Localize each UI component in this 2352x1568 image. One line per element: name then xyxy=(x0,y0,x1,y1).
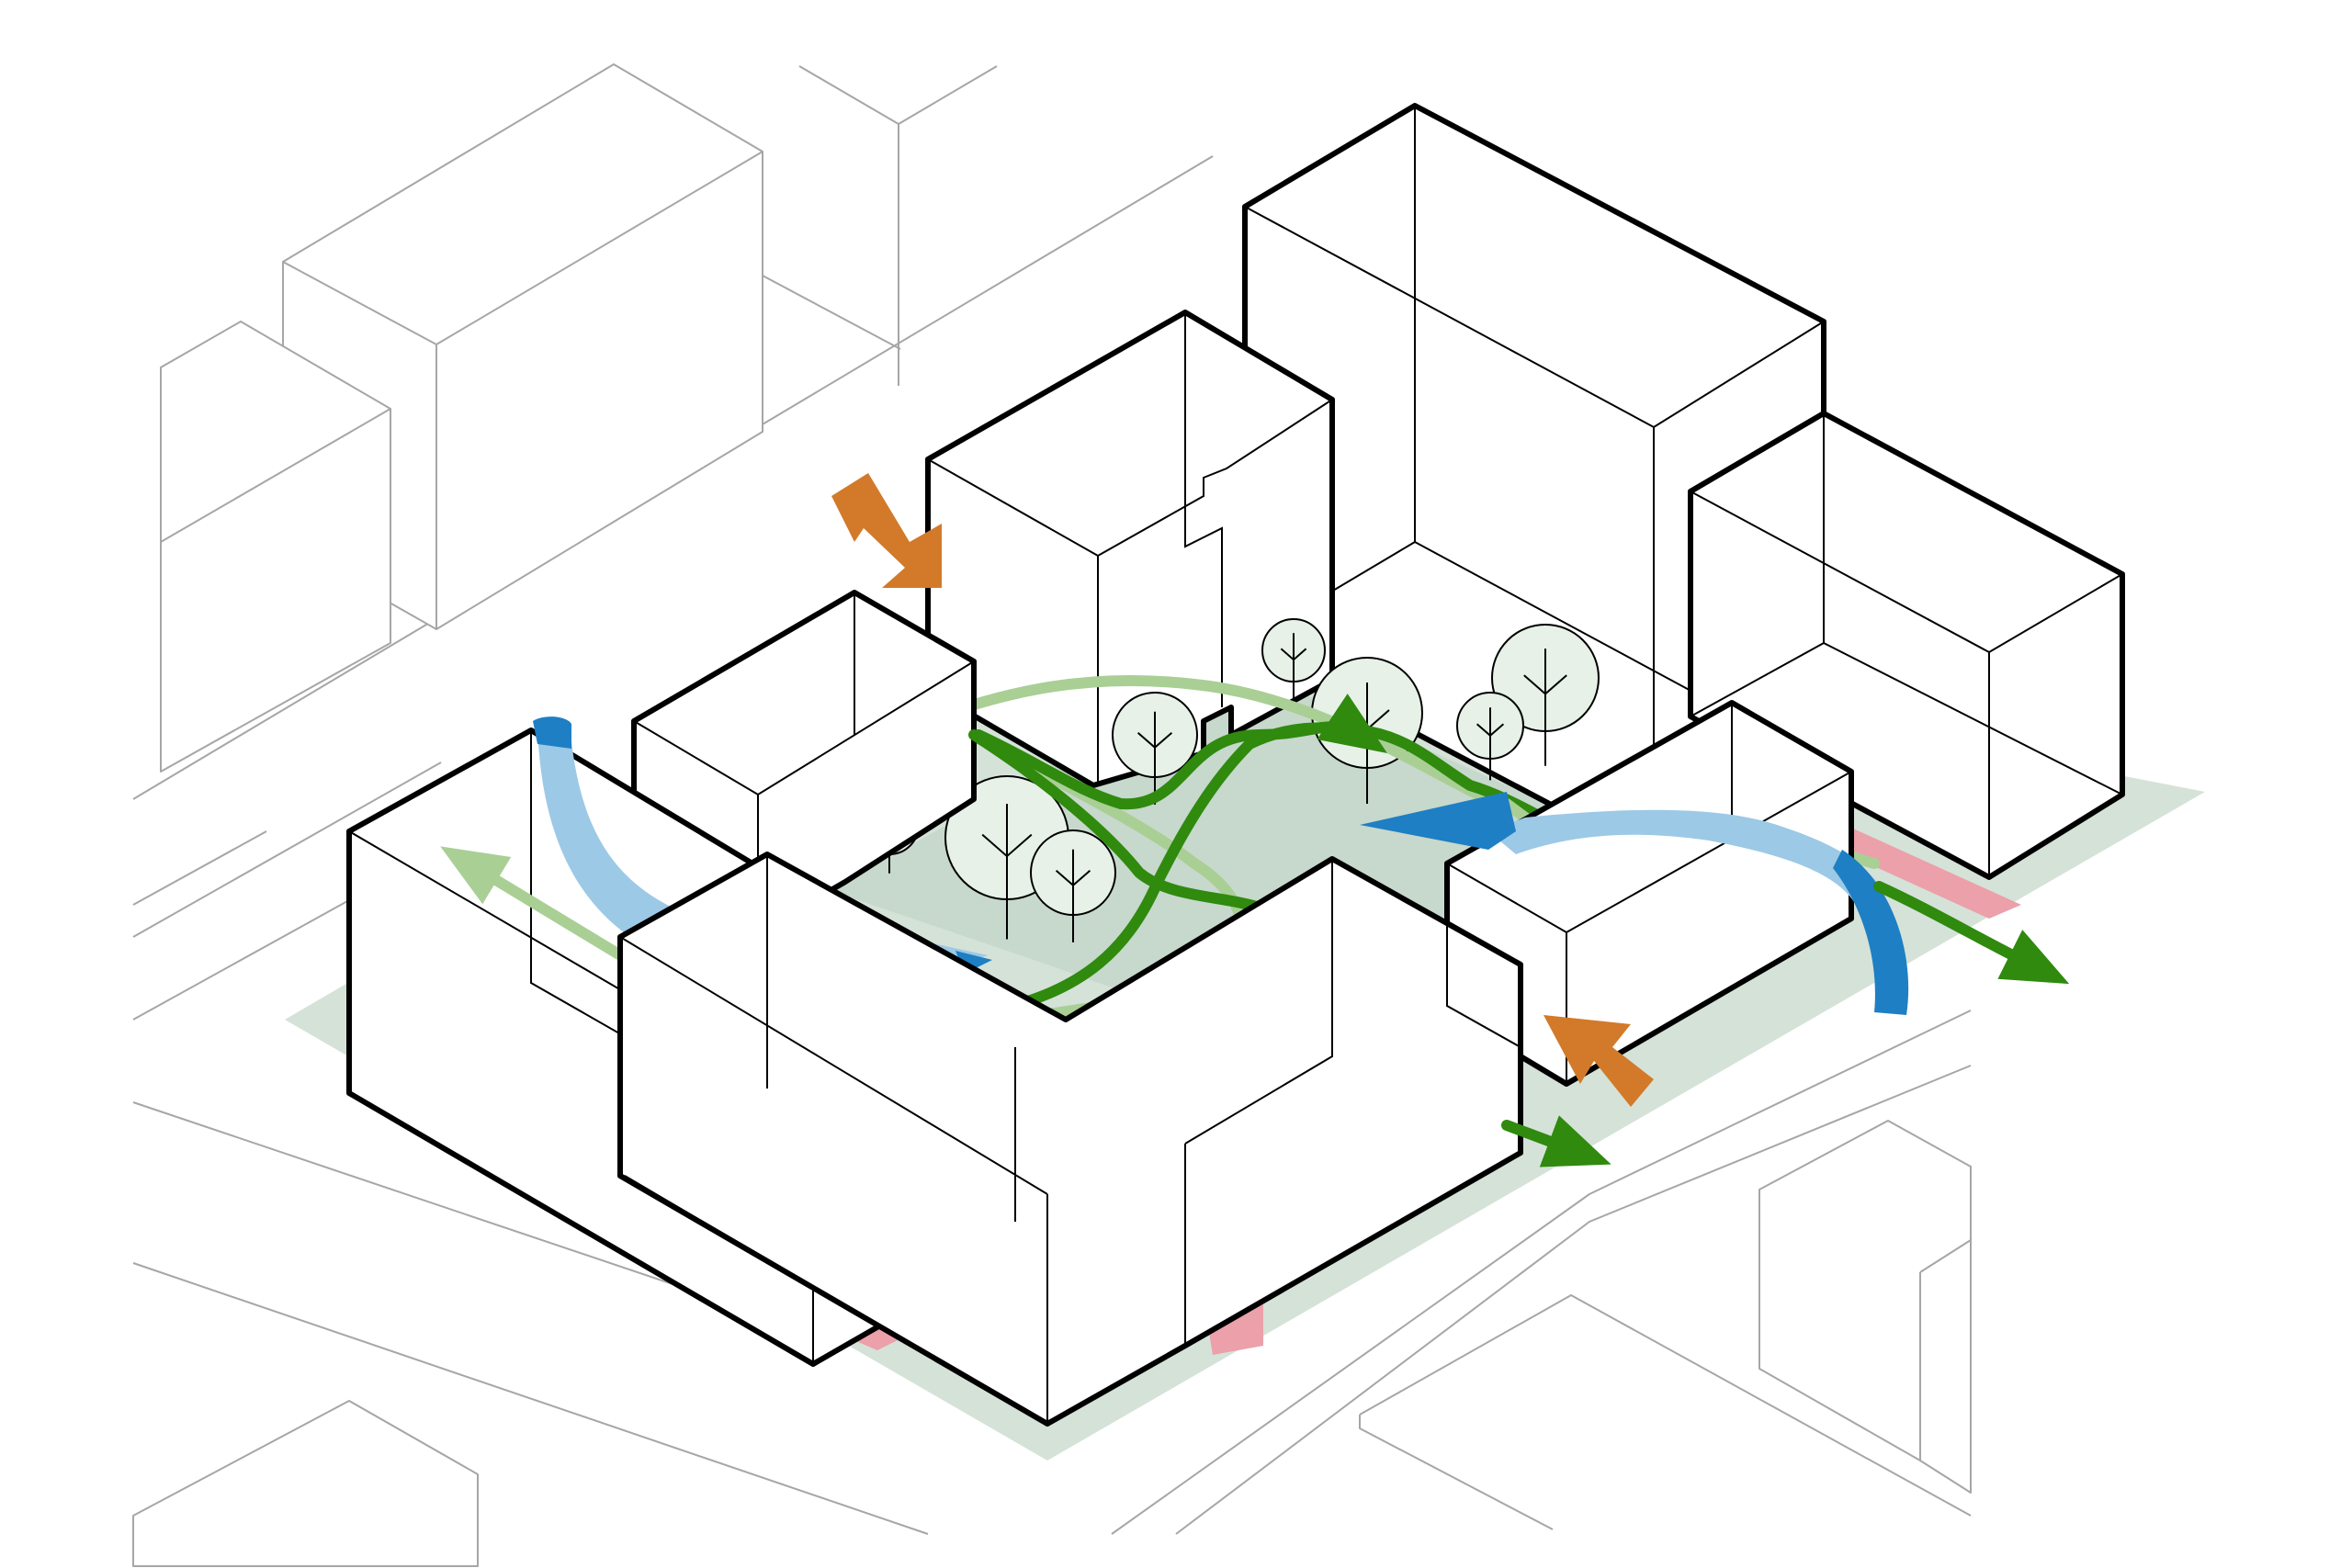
pedestrian-route-primary xyxy=(1873,881,2070,985)
wind-flow-light xyxy=(1488,809,1883,905)
context-road-line xyxy=(1175,1065,1972,1535)
tree-trunk xyxy=(1523,649,1567,766)
tree-icon xyxy=(1491,624,1600,766)
context-road-line xyxy=(132,830,267,906)
pedestrian-route-primary xyxy=(1501,1115,1611,1168)
context-building xyxy=(798,65,998,386)
context-building xyxy=(132,1400,479,1567)
proposed-massing-south xyxy=(617,700,1854,1427)
context-road-line xyxy=(1111,1010,1972,1535)
context-building-edge xyxy=(282,151,763,629)
context-building xyxy=(1359,1294,1972,1517)
site-block-edge xyxy=(619,854,1333,1424)
site-block-north xyxy=(925,310,1335,788)
wind-flow-strong xyxy=(1833,850,1909,1015)
street-band-end xyxy=(1208,1304,1263,1355)
context-building xyxy=(762,275,901,350)
context-building xyxy=(1758,1120,1972,1494)
tree-trunk xyxy=(1476,707,1505,781)
context-building-edge xyxy=(160,408,391,543)
context-road-line xyxy=(132,899,350,1021)
context-layer xyxy=(132,63,1972,1567)
tree-trunk xyxy=(1136,711,1173,805)
tree-trunk xyxy=(981,804,1033,940)
site-block-edge xyxy=(1690,413,2123,877)
tree-icon xyxy=(1112,692,1198,805)
tree-trunk xyxy=(1280,633,1307,703)
tree-icon xyxy=(1261,618,1326,703)
entry-arrow xyxy=(1544,1015,1654,1107)
tree-icon xyxy=(1456,692,1524,781)
entry-arrow xyxy=(831,473,942,588)
wind-flow-strong xyxy=(533,716,571,749)
context-building xyxy=(1359,1415,1554,1530)
context-building-edge xyxy=(1919,1239,1972,1461)
context-road-line xyxy=(132,761,442,938)
site-block-edge xyxy=(927,312,1333,785)
site-block-edge xyxy=(1244,106,1825,859)
site-block-edge xyxy=(1446,703,1852,1084)
tree-trunk xyxy=(1055,849,1091,942)
context-building xyxy=(160,321,391,773)
wind-flow-strong xyxy=(1360,792,1516,850)
flows-front xyxy=(831,473,2070,1168)
proposed-massing-back xyxy=(925,103,2125,880)
tree-icon xyxy=(1030,829,1116,942)
pedestrian-route-primary xyxy=(987,722,1604,1016)
context-road-line xyxy=(132,1262,929,1535)
